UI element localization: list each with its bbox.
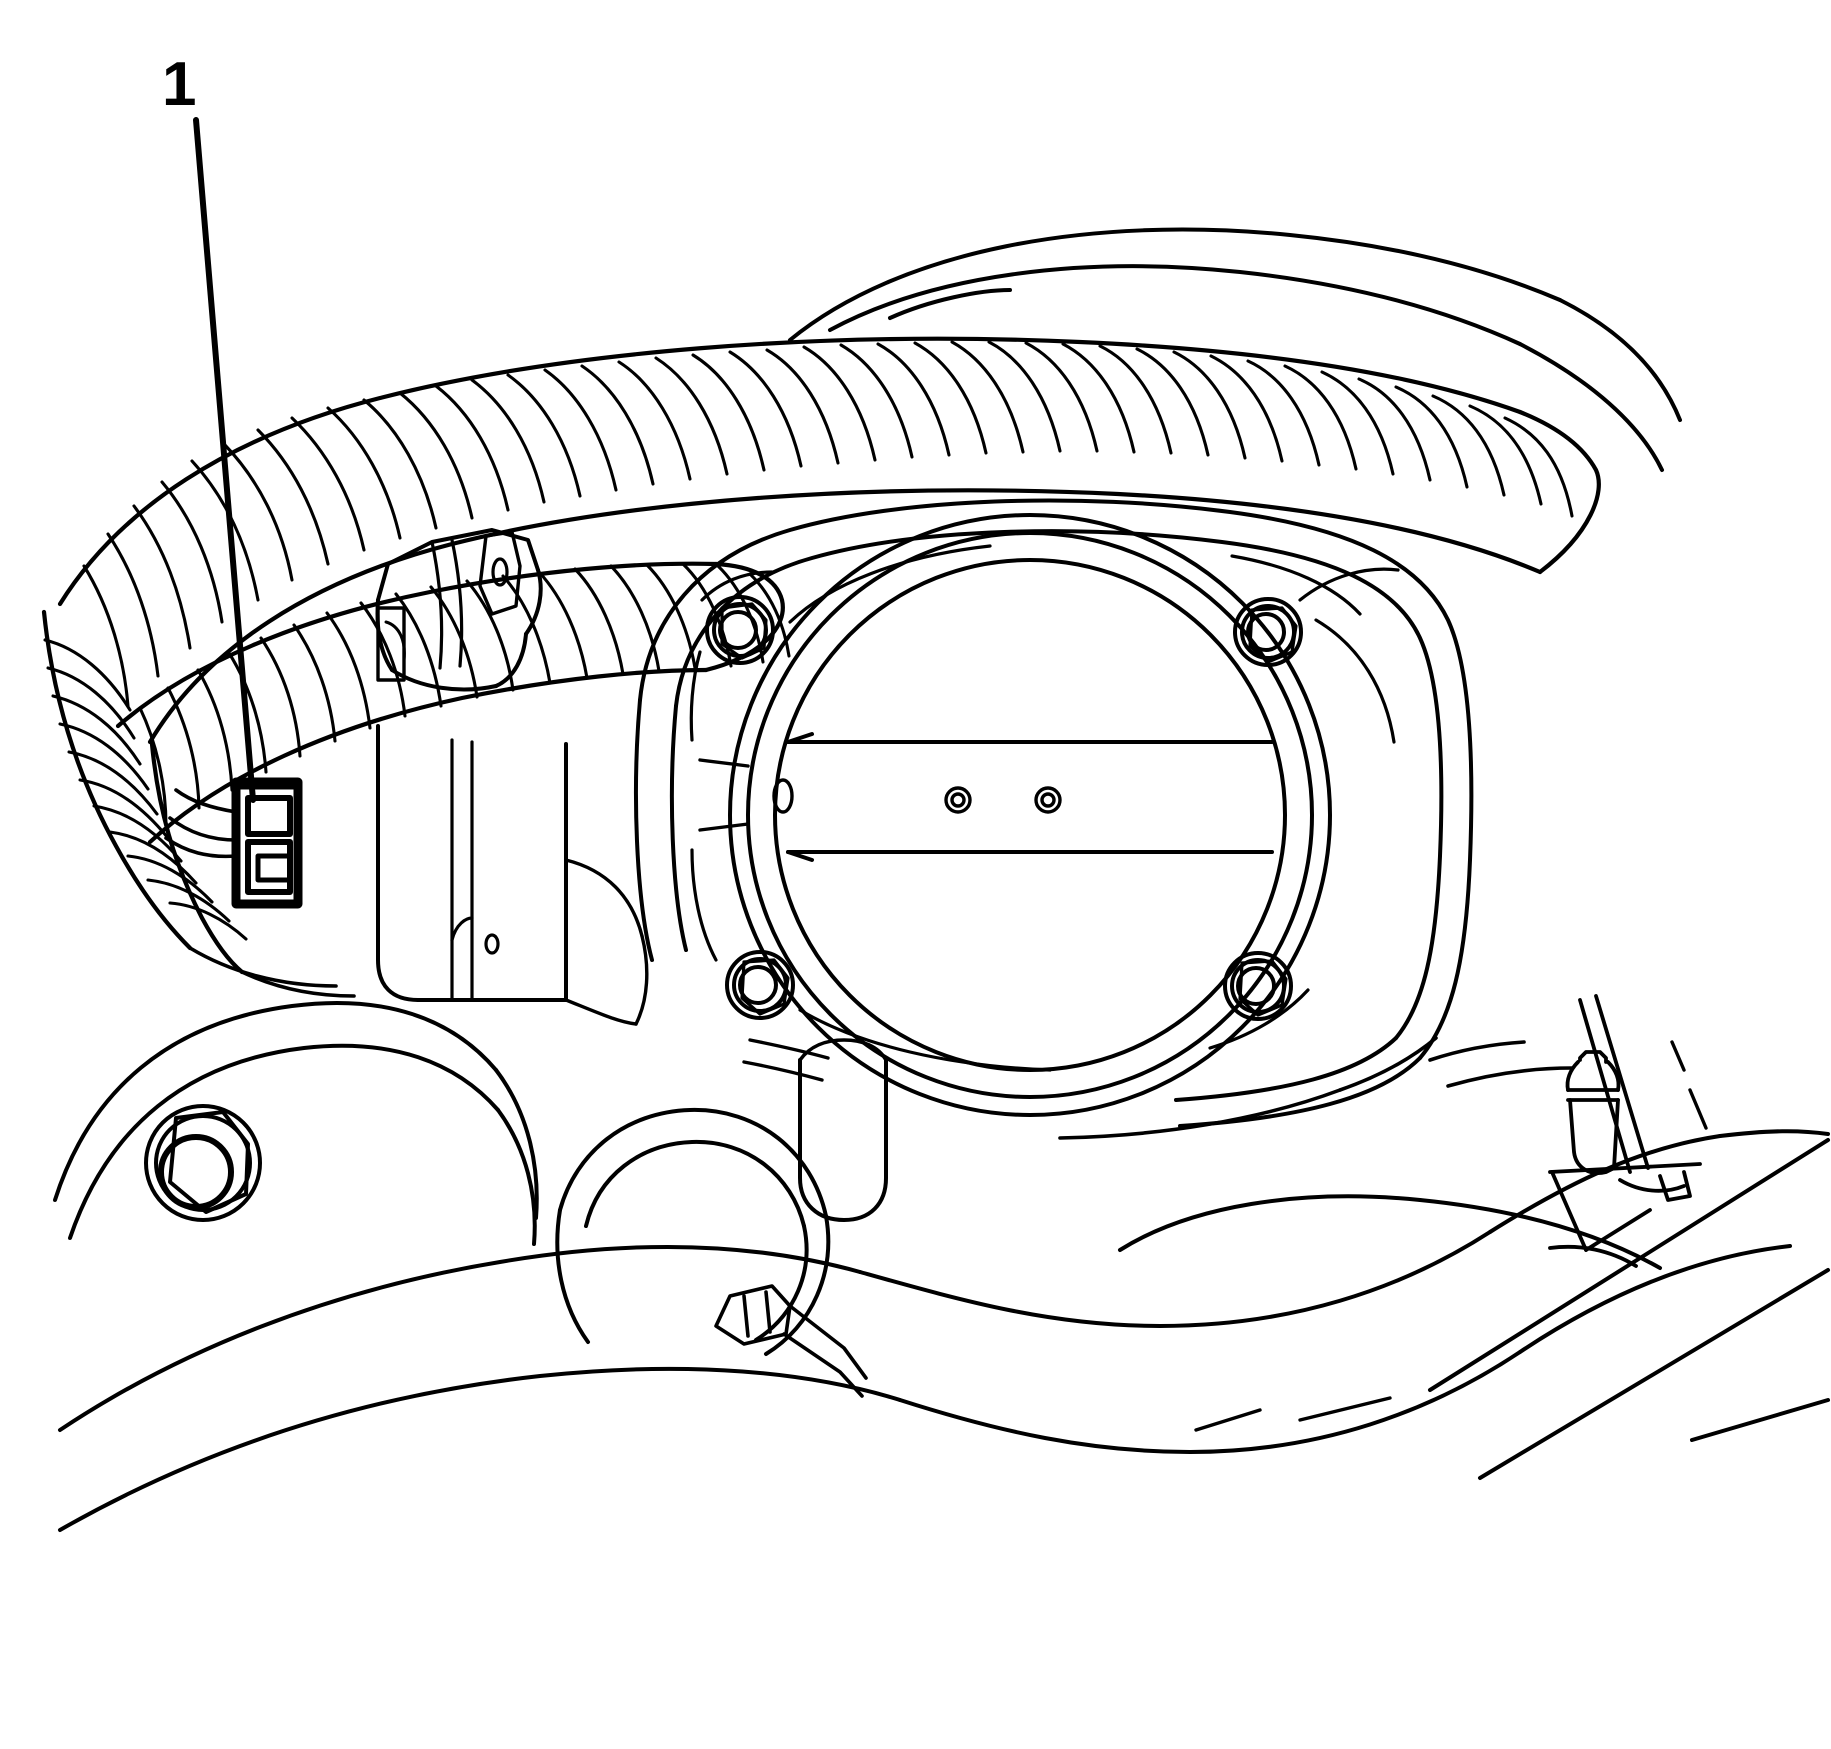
hatch-marks-right — [1670, 1040, 1708, 1130]
harness-clip-bottom — [714, 1284, 868, 1398]
throttle-plate — [786, 732, 1274, 862]
lower-engine-background — [53, 1000, 1830, 1532]
throttle-body-bolt-lower-left — [725, 950, 795, 1020]
connector-wire-pigtail — [164, 788, 238, 859]
casting-web-detail — [689, 544, 1400, 1072]
conduit-ribs-upper — [82, 340, 1574, 708]
conduit-ribs-front — [138, 562, 791, 828]
throttle-body-bolt-upper-right — [1233, 597, 1303, 667]
throttle-body-bolt-lower-right — [1223, 951, 1293, 1021]
throttle-body-housing — [634, 498, 1474, 1128]
callout-leader-line-1 — [193, 117, 256, 803]
harness-conduit-upper — [57, 336, 1601, 745]
throttle-plate-screw-left — [944, 786, 972, 814]
solenoid-body — [376, 724, 649, 1026]
harness-conduit-front — [115, 561, 791, 845]
port-hole-left — [698, 758, 794, 832]
callout-label-1: 1 — [162, 50, 197, 119]
conduit-tail-left — [188, 946, 356, 998]
throttle-plate-screw-right — [1034, 786, 1062, 814]
engine-mount-bolt-lower-left — [144, 1104, 262, 1222]
conduit-ribs-lower-left — [43, 638, 248, 941]
harness-conduit-lower — [41, 609, 248, 975]
right-bracket — [1548, 994, 1702, 1268]
harness-mount-bracket — [375, 528, 543, 692]
throttle-body-lower-lip — [1058, 1036, 1574, 1140]
electrical-connector — [231, 777, 303, 909]
engine-cover-background — [788, 227, 1682, 472]
